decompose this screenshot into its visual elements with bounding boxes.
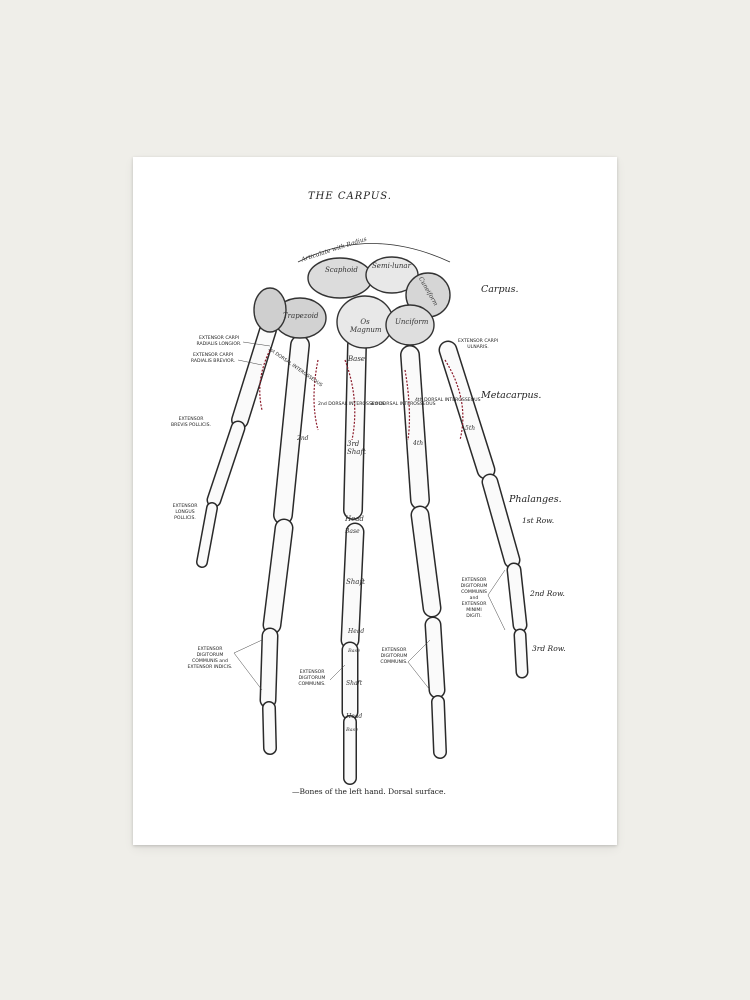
label-carpus: Carpus. bbox=[481, 284, 519, 295]
ring-bone-3 bbox=[426, 618, 444, 697]
label-phalanges: Phalanges. bbox=[509, 494, 562, 505]
label-longus-pollicis: EXTENSOR LONGUS POLLICIS. bbox=[172, 504, 198, 521]
little-bone-3 bbox=[508, 564, 526, 631]
ring-bone-1 bbox=[401, 346, 429, 509]
label-edc-minimi: EXTENSOR DIGITORUM COMMUNIS and EXTENSOR… bbox=[460, 578, 488, 619]
little-bone-1 bbox=[440, 342, 494, 478]
middle-bone-1 bbox=[344, 336, 366, 519]
label-2nd-row: 2nd Row. bbox=[530, 589, 565, 598]
middle-bone-2 bbox=[342, 524, 363, 648]
figure-caption: —Bones of the left hand. Dorsal surface. bbox=[292, 787, 446, 796]
label-2nd-interosseous: 2nd DORSAL INTEROSSEOUS bbox=[318, 402, 385, 407]
ring-bone-2 bbox=[412, 507, 440, 616]
label-shaft-2: Shaft bbox=[346, 680, 363, 687]
label-2nd: 2nd bbox=[297, 435, 309, 442]
label-5th: 5th bbox=[465, 425, 476, 432]
ring-bone-4 bbox=[432, 696, 446, 758]
label-brevis-pollicis: EXTENSOR BREVIS POLLICIS. bbox=[171, 417, 211, 428]
label-4th-interosseous: 4th DORSAL INTEROSSEOUS bbox=[415, 398, 481, 403]
label-3rd-shaft: 3rd Shaft bbox=[347, 440, 366, 456]
label-base-2: Base bbox=[348, 648, 361, 654]
label-os-magnum: Os Magnum bbox=[350, 318, 382, 334]
label-head-3: Head bbox=[346, 713, 363, 720]
label-scaphoid: Scaphoid bbox=[325, 266, 358, 274]
label-ecr-brevior: EXTENSOR CARPI RADIALIS BREVIOR. bbox=[190, 353, 236, 364]
leader-lines bbox=[233, 341, 506, 691]
little-bone-4 bbox=[515, 630, 527, 677]
print-title: THE CARPUS. bbox=[308, 191, 392, 202]
label-3rd-row: 3rd Row. bbox=[532, 644, 566, 653]
label-ec-ulnaris: EXTENSOR CARPI ULNARIS. bbox=[458, 339, 498, 350]
label-shaft-1: Shaft bbox=[346, 578, 365, 586]
index-bone-1 bbox=[274, 336, 309, 524]
unciform-bone bbox=[385, 304, 435, 346]
label-edc-2: EXTENSOR DIGITORUM COMMUNIS. bbox=[380, 648, 408, 665]
label-head-1: Head bbox=[345, 515, 364, 523]
label-3rd-interosseous: 3rd DORSAL INTEROSSEOUS bbox=[370, 402, 436, 407]
index-bone-3 bbox=[261, 629, 277, 707]
little-bone-2 bbox=[483, 475, 519, 567]
thumb-bone-3 bbox=[197, 503, 217, 567]
label-trapezoid: Trapezoid bbox=[283, 312, 319, 320]
label-1st-row: 1st Row. bbox=[522, 516, 555, 525]
scaphoid-bone bbox=[307, 257, 373, 299]
carpal-bones bbox=[253, 256, 451, 349]
label-unciform: Unciform bbox=[395, 318, 429, 326]
label-4th: 4th bbox=[413, 440, 424, 447]
label-head-2: Head bbox=[348, 628, 365, 635]
label-edc-1: EXTENSOR DIGITORUM COMMUNIS. bbox=[298, 670, 326, 687]
label-base-3: Base bbox=[346, 727, 359, 733]
label-base-1: Base bbox=[345, 528, 360, 535]
label-semilunar: Semi-lunar bbox=[372, 262, 411, 270]
label-metacarpus: Metacarpus. bbox=[481, 390, 542, 401]
trapezium-bone bbox=[253, 287, 287, 333]
thumb-bone-2 bbox=[208, 422, 244, 506]
label-edc-indicis: EXTENSOR DIGITORUM COMMUNIS and EXTENSOR… bbox=[187, 647, 233, 670]
interosseous-outlines bbox=[259, 349, 464, 441]
index-bone-4 bbox=[263, 702, 276, 754]
index-bone-2 bbox=[264, 520, 292, 633]
label-base: Base bbox=[348, 355, 366, 363]
label-ecr-longior: EXTENSOR CARPI RADIALIS LONGIOR. bbox=[196, 336, 242, 347]
